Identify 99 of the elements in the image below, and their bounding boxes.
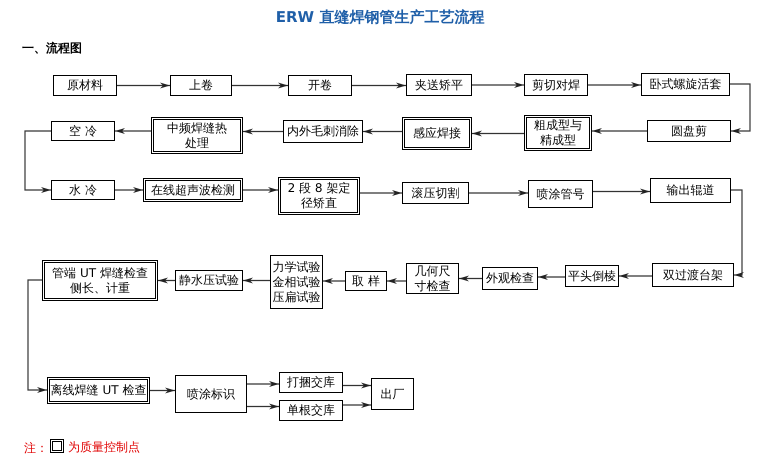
step-label: 单根交库 [287, 403, 335, 418]
arrow [343, 382, 371, 388]
step-label: 力学试验 [272, 260, 320, 274]
arrow [115, 187, 143, 193]
process-box [482, 267, 538, 290]
arrow [459, 276, 482, 282]
quality-control-box [42, 260, 158, 301]
quality-control-box [278, 177, 360, 215]
process-box [279, 400, 343, 421]
legend-label: 为质量控制点 [68, 439, 140, 456]
step-label: 滚压切割 [412, 186, 460, 200]
quality-control-box [524, 115, 592, 151]
quality-control-box [402, 117, 472, 150]
diagram-title: ERW 直缝焊钢管生产工艺流程 [274, 8, 486, 27]
arrow [115, 128, 151, 134]
arrow [363, 128, 402, 134]
process-box [402, 182, 469, 204]
process-box [170, 75, 232, 96]
note-label: 注： [24, 440, 48, 457]
arrow [232, 82, 288, 88]
arrow [117, 82, 170, 88]
step-label: 中频焊缝热处理 [166, 120, 228, 150]
process-box [345, 271, 387, 291]
arrow [588, 82, 641, 88]
process-box [371, 378, 414, 410]
process-box [647, 120, 731, 142]
step-label: 剪切对焊 [532, 78, 580, 92]
arrow [243, 187, 278, 193]
step-label: 在线超声波检测 [151, 182, 235, 198]
process-box [175, 375, 247, 413]
step-label: 金相试验 [272, 274, 320, 290]
step-label: 上卷 [189, 78, 213, 93]
arrow [593, 188, 650, 194]
step-label: 感应焊接 [413, 126, 461, 141]
step-label: 外观检查 [486, 271, 534, 286]
process-box [406, 263, 459, 294]
process-box [279, 372, 343, 393]
step-label: 内外毛刺消除 [287, 124, 359, 139]
step-label: 圆盘剪 [671, 124, 707, 138]
process-box [652, 263, 734, 287]
arrow [472, 130, 524, 136]
step-label: 静水压试验 [179, 273, 239, 288]
process-box [524, 74, 588, 96]
step-label: 管端 UT 焊缝检查侧长、计重 [51, 266, 149, 296]
step-label: 离线焊缝 UT 检查 [50, 383, 146, 398]
process-box [565, 265, 619, 287]
step-label: 水 冷 [69, 182, 97, 198]
quality-control-box [143, 178, 243, 202]
section-heading: 一、流程图 [22, 40, 82, 57]
arrow [592, 128, 647, 134]
step-label: 压扁试验 [272, 290, 320, 304]
process-box [288, 75, 352, 96]
arrow [360, 190, 402, 196]
arrow [24, 130, 51, 193]
step-label: 空 冷 [69, 124, 97, 138]
arrow [343, 402, 371, 408]
arrow [619, 273, 652, 279]
step-label: 卧式螺旋活套 [650, 77, 722, 92]
quality-control-box [151, 117, 243, 154]
step-label: 喷涂标识 [187, 386, 235, 402]
process-box [51, 180, 115, 200]
step-label: 原材料 [67, 78, 103, 93]
arrow [538, 274, 565, 280]
process-box [650, 178, 731, 203]
arrow [247, 381, 279, 387]
process-box [641, 73, 730, 96]
arrow [352, 82, 406, 88]
step-label: 平头倒棱 [568, 268, 616, 284]
arrow [472, 82, 524, 88]
arrow [387, 278, 406, 284]
step-label: 取 样 [352, 274, 380, 288]
step-label: 出厂 [380, 386, 404, 402]
step-label: 开卷 [308, 78, 332, 93]
arrow [158, 278, 175, 284]
step-label: 输出辊道 [666, 183, 714, 198]
step-label: 几何尺寸检查 [414, 264, 452, 294]
step-label: 喷涂管号 [536, 186, 584, 202]
step-label: 粗成型与精成型 [533, 118, 583, 148]
process-box [51, 121, 115, 141]
process-box [406, 74, 472, 96]
arrow [243, 128, 283, 134]
arrow [27, 279, 47, 393]
process-box [53, 75, 117, 96]
process-box [270, 255, 323, 309]
step-label: 打捆交库 [287, 375, 335, 390]
arrow [243, 278, 270, 284]
arrow [731, 189, 744, 278]
step-label: 双过渡台架 [663, 268, 723, 282]
step-label: 2 段 8 架定径矫直 [287, 181, 351, 211]
step-label: 夹送矫平 [415, 78, 463, 92]
arrow [150, 388, 175, 394]
arrow [247, 404, 279, 410]
quality-control-box [47, 377, 150, 404]
process-box [283, 120, 363, 143]
arrow [323, 278, 345, 284]
process-box [175, 270, 243, 291]
process-box [528, 180, 593, 208]
arrow [730, 83, 751, 134]
arrow [469, 190, 528, 196]
